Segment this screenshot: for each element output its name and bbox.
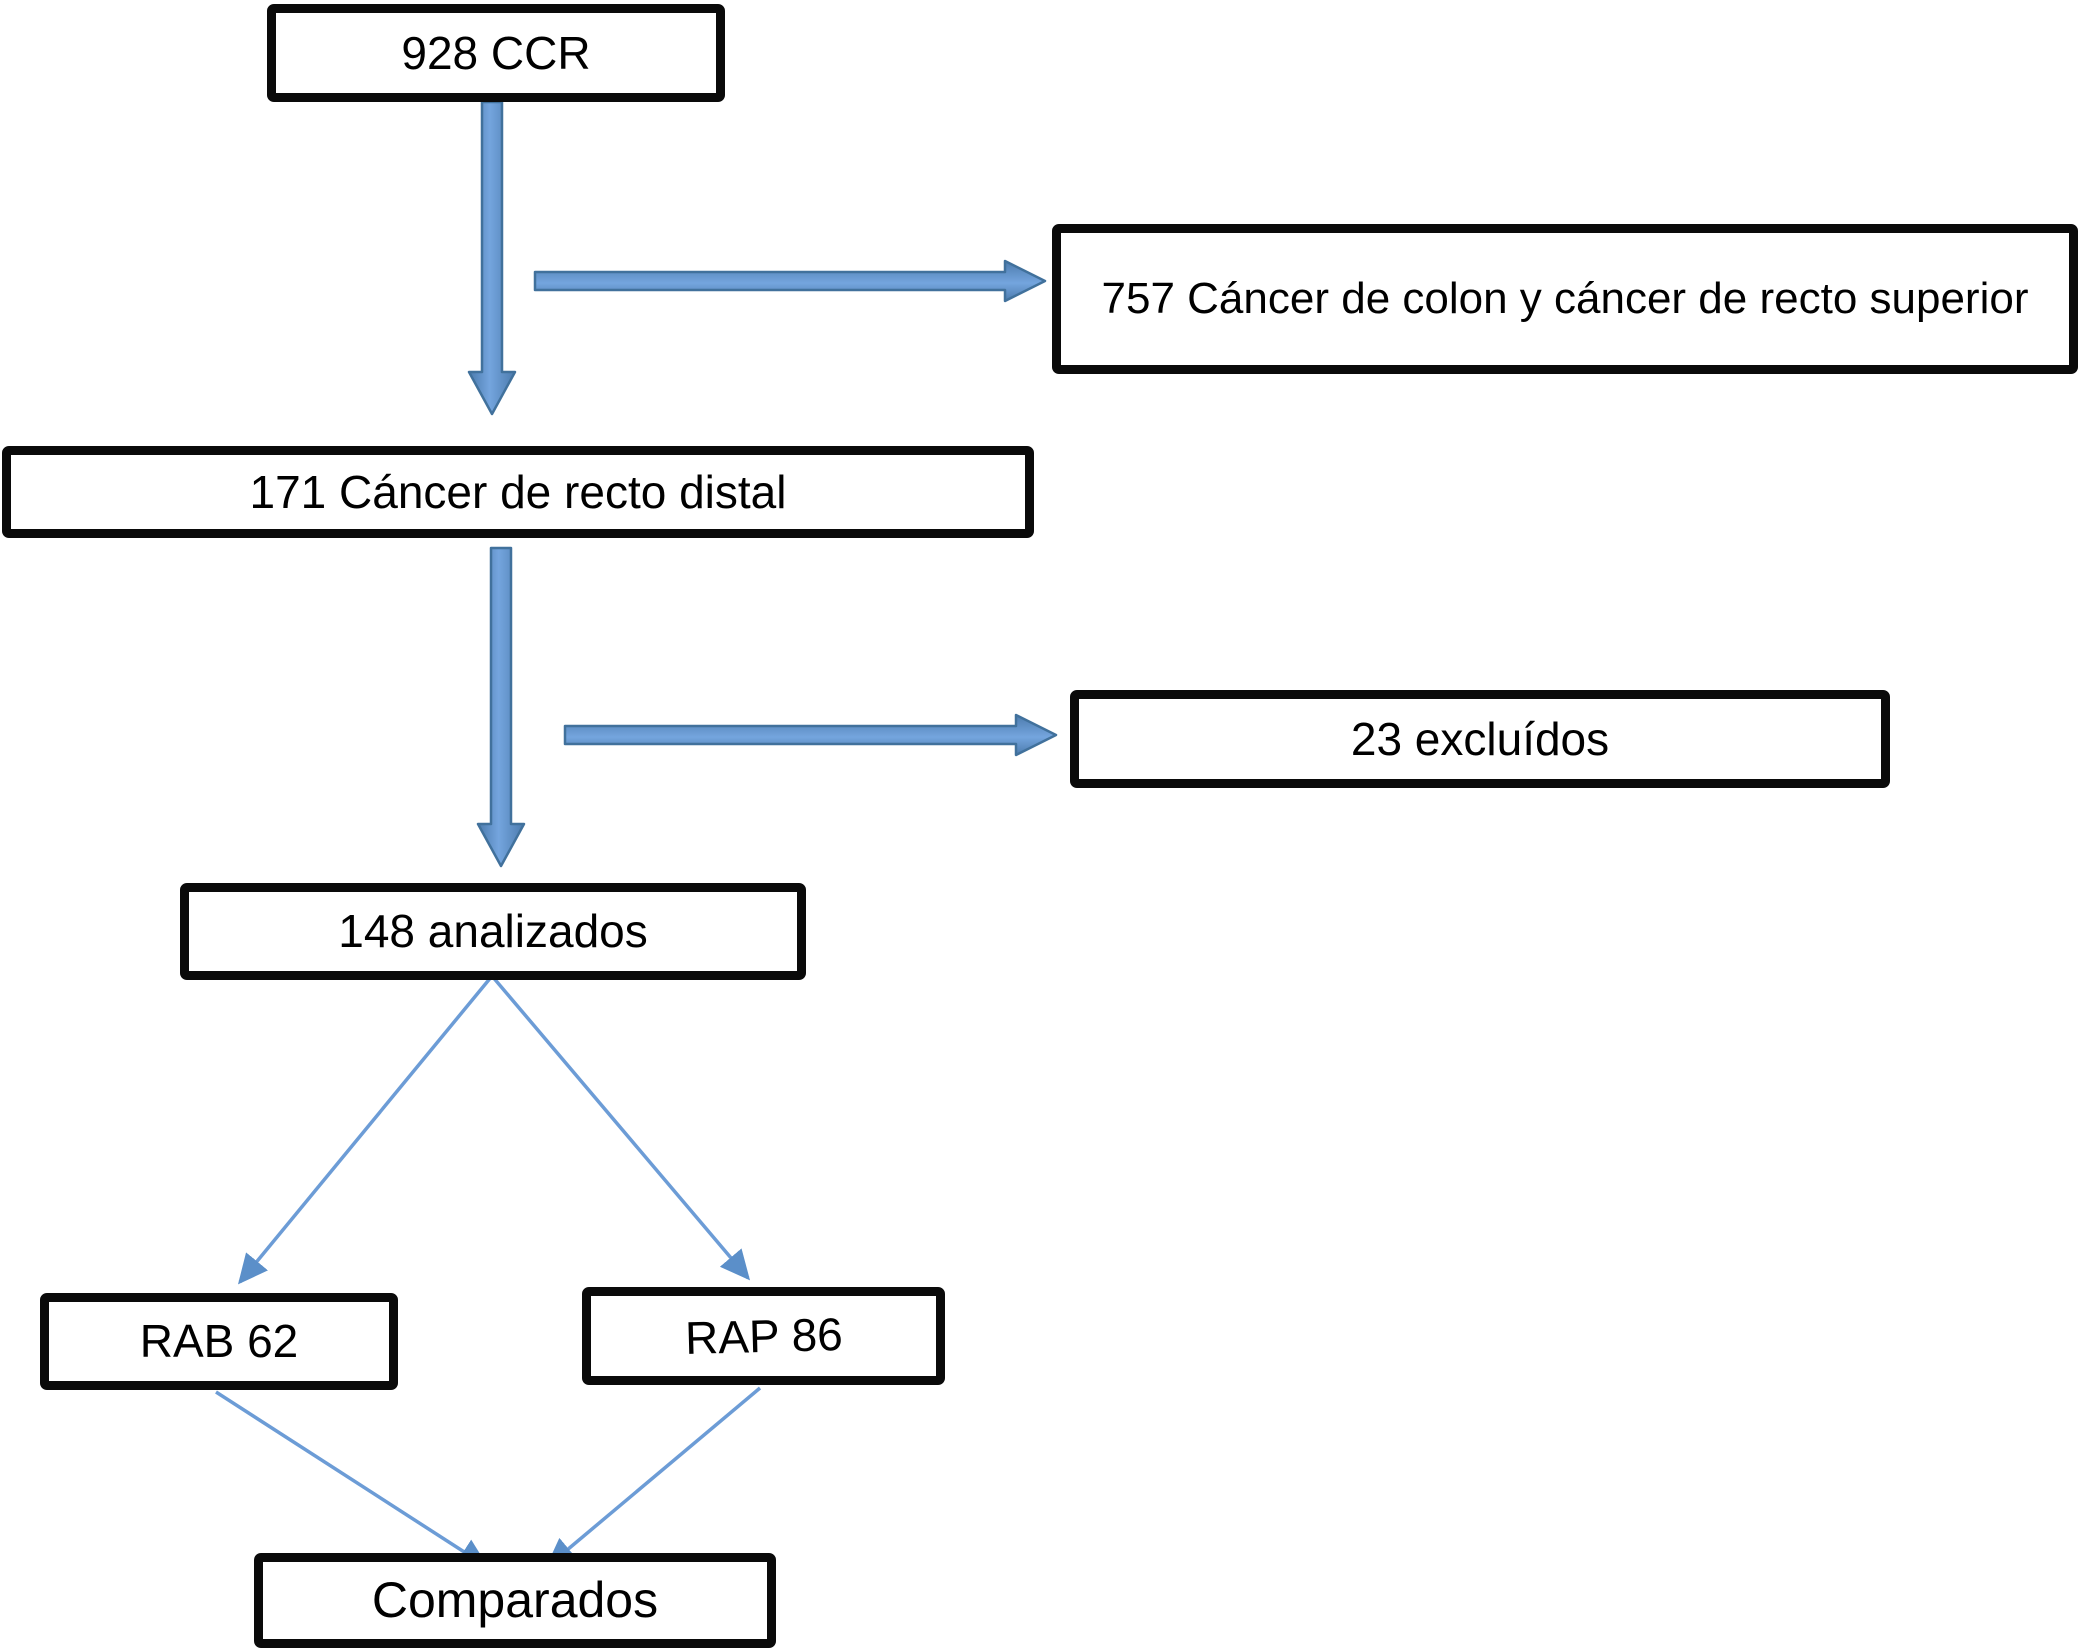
- arrow-rab-to-comparados: [215, 1390, 489, 1568]
- node-23-excluidos: 23 excluídos: [1070, 690, 1890, 788]
- node-928-ccr-label: 928 CCR: [401, 26, 591, 79]
- arrow-rap-to-comparados: [545, 1386, 762, 1569]
- node-rab-62-label: RAB 62: [139, 1315, 299, 1368]
- arrow-analizados-to-rap: [490, 974, 751, 1281]
- node-rap-86: RAP 86: [582, 1287, 945, 1385]
- arrow-ccr-to-colon-superior: [533, 259, 1047, 303]
- node-23-excluidos-label: 23 excluídos: [1350, 712, 1610, 765]
- node-171-recto-distal-label: 171 Cáncer de recto distal: [249, 465, 787, 518]
- arrow-ccr-to-distal: [467, 100, 517, 416]
- node-rap-86-label: RAP 86: [683, 1307, 843, 1364]
- node-171-recto-distal: 171 Cáncer de recto distal: [2, 446, 1034, 538]
- node-757-colon-recto-superior-label: 757 Cáncer de colon y cáncer de recto su…: [1101, 274, 2029, 324]
- node-comparados-label: Comparados: [371, 1572, 659, 1628]
- arrow-distal-to-excluidos: [563, 713, 1058, 757]
- node-148-analizados: 148 analizados: [180, 883, 806, 980]
- arrow-analizados-to-rab: [237, 974, 494, 1285]
- node-rab-62: RAB 62: [40, 1293, 398, 1390]
- node-928-ccr: 928 CCR: [267, 4, 725, 102]
- node-148-analizados-label: 148 analizados: [338, 905, 648, 958]
- arrow-distal-to-analizados: [476, 546, 526, 868]
- node-757-colon-recto-superior: 757 Cáncer de colon y cáncer de recto su…: [1052, 224, 2078, 374]
- node-comparados: Comparados: [254, 1553, 776, 1648]
